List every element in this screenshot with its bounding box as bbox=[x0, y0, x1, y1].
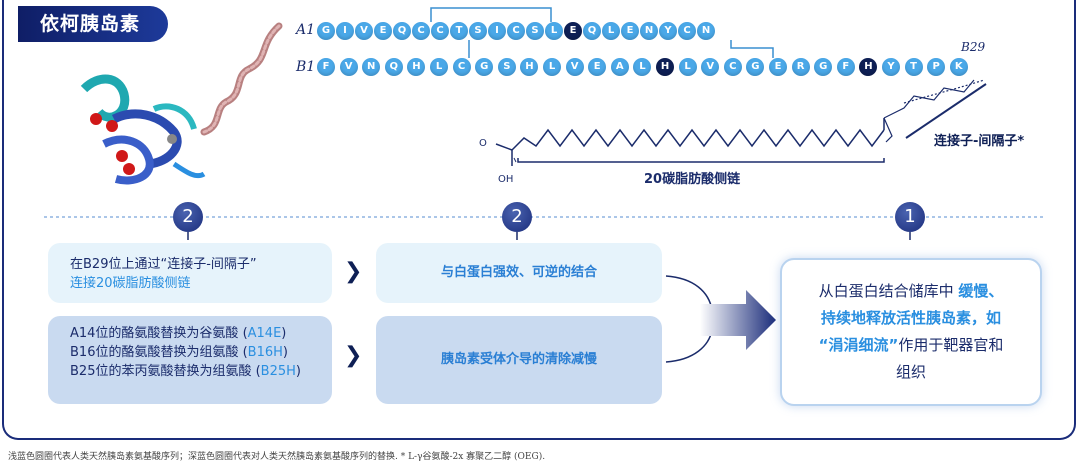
b-chain-residue: G bbox=[814, 58, 833, 76]
b-chain-residue: E bbox=[588, 58, 607, 76]
receptor-clearance-text: 胰岛素受体介导的清除减慢 bbox=[440, 352, 597, 367]
albumin-binding-text: 与白蛋白强效、可逆的结合 bbox=[440, 265, 597, 280]
b-chain-residue: H bbox=[859, 58, 878, 76]
b-chain-residue: Y bbox=[882, 58, 900, 76]
a-chain-residue: Q bbox=[583, 22, 601, 40]
a-chain-label: A1 bbox=[296, 22, 316, 38]
protein-structure-illustration bbox=[80, 22, 283, 185]
a-chain-residue: N bbox=[640, 22, 658, 40]
step-connector bbox=[44, 216, 1044, 240]
b-chain-residue: A bbox=[610, 58, 629, 76]
step-number-1-right: 1 bbox=[895, 202, 925, 232]
a-chain-residue: N bbox=[697, 22, 715, 40]
a-chain-residue: G bbox=[317, 22, 335, 40]
b-chain-residue: G bbox=[746, 58, 765, 76]
linker-modification-box: 在B29位上通过“连接子-间隔子” 连接20碳脂肪酸侧链 bbox=[48, 243, 332, 303]
b-chain-residue: K bbox=[949, 58, 968, 76]
linker-modification-line2: 连接20碳脂肪酸侧链 bbox=[70, 276, 191, 291]
fatty-acid-chain-label: 20碳脂肪酸侧链 bbox=[644, 172, 741, 187]
final-effect-box: 从白蛋白结合储库中 缓慢、 持续地释放活性胰岛素，如 “涓涓细流”作用于靶器官和… bbox=[780, 258, 1042, 406]
a-chain-residue: C bbox=[412, 22, 430, 40]
merge-arrow bbox=[665, 275, 776, 363]
substitution-b16h: B16位的酪氨酸替换为组氨酸 (B16H) bbox=[70, 345, 288, 360]
a-chain-residue: E bbox=[621, 22, 639, 40]
substitution-box: A14位的酪氨酸替换为谷氨酸 (A14E) B16位的酪氨酸替换为组氨酸 (B1… bbox=[48, 316, 332, 404]
final-line1: 从白蛋白结合储库中 缓慢、 bbox=[818, 282, 1004, 300]
a-chain-residue: V bbox=[355, 22, 373, 40]
receptor-clearance-box: 胰岛素受体介导的清除减慢 bbox=[376, 316, 662, 404]
a-chain-residue: L bbox=[545, 22, 563, 40]
disulfide-bonds bbox=[430, 7, 774, 58]
carbonyl-o-label: O bbox=[479, 138, 487, 149]
b-chain-residue: L bbox=[633, 58, 652, 76]
b-chain-residue: V bbox=[565, 58, 584, 76]
step-number-2-middle: 2 bbox=[502, 202, 532, 232]
b-chain-residue: L bbox=[543, 58, 561, 76]
final-line3: “涓涓细流”作用于靶器官和 bbox=[818, 336, 1004, 354]
hydroxyl-label: OH bbox=[498, 174, 514, 185]
b-chain-residue: Q bbox=[384, 58, 403, 76]
b-chain-residue: G bbox=[475, 58, 494, 76]
chevron-right-icon: ❯ bbox=[344, 259, 363, 284]
b-chain-residue: R bbox=[791, 58, 810, 76]
b-chain-residue: H bbox=[656, 58, 674, 76]
a-chain-residue: E bbox=[564, 22, 582, 40]
chevron-right-icon: ❯ bbox=[344, 343, 363, 368]
step-number-2-left: 2 bbox=[173, 202, 203, 232]
albumin-binding-box: 与白蛋白强效、可逆的结合 bbox=[376, 243, 662, 303]
a-chain-residue: S bbox=[469, 22, 487, 40]
b-chain-residue: H bbox=[407, 58, 426, 76]
b-chain-residue: C bbox=[723, 58, 742, 76]
linker-modification-line1: 在B29位上通过“连接子-间隔子” bbox=[70, 257, 257, 272]
b-chain-residue: F bbox=[317, 58, 335, 76]
b-chain-residue: C bbox=[452, 58, 471, 76]
a-chain-residue: E bbox=[374, 22, 392, 40]
footnote: 浅蓝色圆圈代表人类天然胰岛素氨基酸序列；深蓝色圆圈代表对人类天然胰岛素氨基酸序列… bbox=[8, 452, 546, 462]
b-chain-residue: S bbox=[497, 58, 516, 76]
b29-label: B29 bbox=[961, 40, 986, 54]
b-chain-residue: H bbox=[520, 58, 539, 76]
final-line4: 组织 bbox=[895, 363, 926, 381]
a-chain-residue: Q bbox=[393, 22, 411, 40]
substitution-b25h: B25位的苯丙氨酸替换为组氨酸 (B25H) bbox=[70, 364, 301, 379]
a-chain-residue: C bbox=[507, 22, 525, 40]
a-chain-residue: Y bbox=[659, 22, 677, 40]
b-chain-residue: V bbox=[701, 58, 720, 76]
fatty-acid-structure bbox=[495, 79, 987, 166]
linker-spacer-label: 连接子-间隔子* bbox=[934, 134, 1025, 149]
a-chain-residue: C bbox=[431, 22, 449, 40]
final-line2: 持续地释放活性胰岛素，如 bbox=[820, 309, 1001, 327]
b-chain-residue: E bbox=[769, 58, 787, 76]
a-chain-residue: T bbox=[450, 22, 468, 40]
b-chain-residue: V bbox=[339, 58, 358, 76]
b-chain-residue: T bbox=[904, 58, 923, 76]
b-chain-residue: P bbox=[927, 58, 946, 76]
a-chain-residue: C bbox=[678, 22, 696, 40]
b-chain-residue: L bbox=[678, 58, 697, 76]
a-chain-residue: I bbox=[488, 22, 506, 40]
b-chain-label: B1 bbox=[296, 59, 316, 75]
a-chain-residue: I bbox=[336, 22, 354, 40]
b-chain-residue: F bbox=[836, 58, 855, 76]
a-chain-residue: L bbox=[602, 22, 620, 40]
figure-title: 依柯胰岛素 bbox=[18, 6, 168, 42]
a-chain-residue: S bbox=[526, 22, 544, 40]
b-chain-residue: L bbox=[430, 58, 448, 76]
b-chain-residue: N bbox=[362, 58, 381, 76]
substitution-a14e: A14位的酪氨酸替换为谷氨酸 (A14E) bbox=[70, 326, 287, 341]
